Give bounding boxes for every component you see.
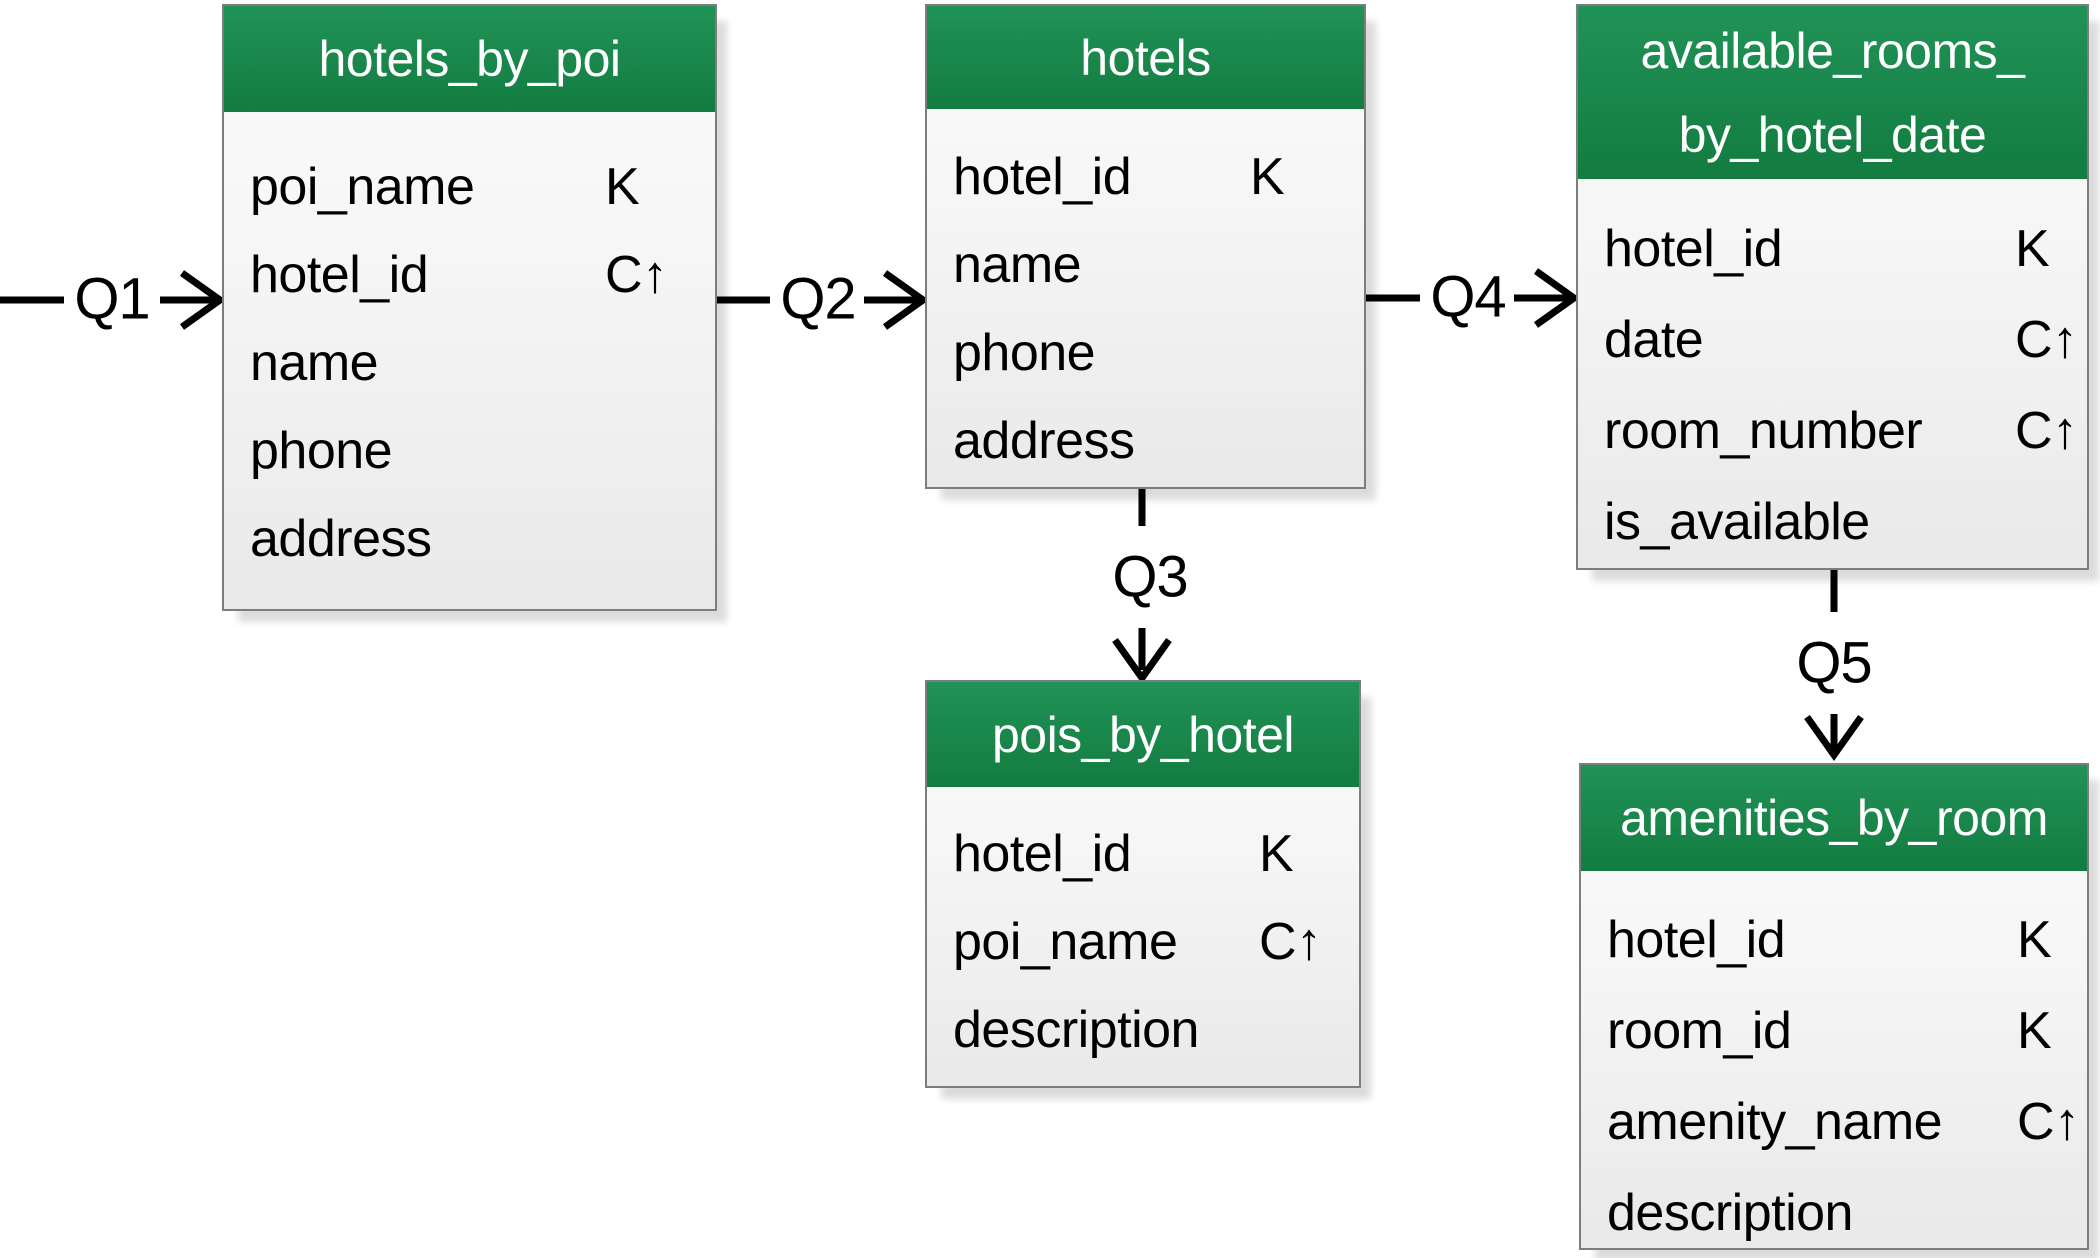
table-title-line-2: by_hotel_date: [1678, 106, 1987, 163]
field-row: hotel_id K: [927, 810, 1359, 898]
field-name: is_available: [1604, 492, 1870, 551]
table-header: amenities_by_room: [1581, 765, 2087, 871]
field-name: date: [1604, 310, 1704, 369]
field-name: hotel_id: [953, 148, 1132, 206]
table-hotels: hotels hotel_id K name phone address: [925, 4, 1366, 489]
field-name: poi_name: [953, 913, 1178, 971]
field-row: is_available: [1578, 476, 2087, 567]
table-available-rooms-by-hotel-date: available_rooms_ by_hotel_date hotel_id K…: [1576, 4, 2089, 570]
table-title: pois_by_hotel: [991, 706, 1295, 763]
table-title: hotels: [1080, 29, 1211, 86]
field-name: hotel_id: [953, 825, 1132, 883]
field-name: description: [953, 1001, 1199, 1059]
field-name: address: [953, 412, 1135, 470]
field-name: room_number: [1604, 401, 1923, 460]
field-row: hotel_id C↑: [224, 231, 715, 319]
query-label-q1: Q1: [68, 269, 156, 331]
field-row: description: [1581, 1167, 2087, 1258]
field-key: K: [605, 158, 640, 216]
field-name: name: [953, 236, 1082, 294]
field-row: address: [927, 397, 1364, 485]
field-name: name: [250, 334, 379, 392]
field-row: room_id K: [1581, 985, 2087, 1076]
arrow-q3-head: [1112, 637, 1172, 685]
table-title: amenities_by_room: [1620, 790, 2048, 846]
field-key: K: [1250, 148, 1285, 206]
table-title: hotels_by_poi: [318, 31, 621, 87]
field-key: K: [2017, 910, 2052, 969]
field-name: hotel_id: [250, 246, 429, 304]
field-row: hotel_id K: [1578, 203, 2087, 294]
field-row: name: [927, 221, 1364, 309]
field-row: poi_name C↑: [927, 898, 1359, 986]
table-fields: hotel_id K poi_name C↑ description: [927, 787, 1359, 1074]
field-row: description: [927, 986, 1359, 1074]
field-name: phone: [250, 422, 393, 480]
table-header: available_rooms_ by_hotel_date: [1578, 6, 2087, 179]
field-row: hotel_id K: [927, 133, 1364, 221]
field-key: K: [2015, 219, 2050, 278]
field-row: address: [224, 495, 715, 583]
table-pois-by-hotel: pois_by_hotel hotel_id K poi_name C↑ descr…: [925, 680, 1361, 1088]
field-row: date C↑: [1578, 294, 2087, 385]
field-key: C↑: [2015, 401, 2078, 460]
field-row: poi_name K: [224, 143, 715, 231]
query-label-q4: Q4: [1424, 267, 1512, 329]
field-name: hotel_id: [1607, 910, 1786, 969]
field-name: hotel_id: [1604, 219, 1783, 278]
field-name: room_id: [1607, 1001, 1792, 1060]
table-header: hotels_by_poi: [224, 6, 715, 112]
field-row: amenity_name C↑: [1581, 1076, 2087, 1167]
field-key: K: [1259, 825, 1294, 883]
table-fields: poi_name K hotel_id C↑ name phone address: [224, 112, 715, 583]
table-header: pois_by_hotel: [927, 682, 1359, 787]
query-label-q5: Q5: [1790, 633, 1878, 695]
field-row: hotel_id K: [1581, 894, 2087, 985]
field-row: phone: [224, 407, 715, 495]
field-row: room_number C↑: [1578, 385, 2087, 476]
table-header: hotels: [927, 6, 1364, 109]
field-row: name: [224, 319, 715, 407]
arrow-q5-head: [1804, 714, 1864, 762]
field-name: amenity_name: [1607, 1092, 1943, 1151]
table-fields: hotel_id K name phone address: [927, 109, 1364, 485]
field-key: C↑: [2017, 1092, 2080, 1151]
query-label-q3: Q3: [1106, 547, 1194, 609]
arrow-q1-head: [179, 270, 227, 330]
field-name: poi_name: [250, 158, 475, 216]
field-name: address: [250, 510, 432, 568]
table-hotels-by-poi: hotels_by_poi poi_name K hotel_id C↑ name …: [222, 4, 717, 611]
field-key: K: [2017, 1001, 2052, 1060]
field-name: description: [1607, 1183, 1853, 1242]
query-label-q2: Q2: [774, 269, 862, 331]
field-row: phone: [927, 309, 1364, 397]
field-key: C↑: [2015, 310, 2078, 369]
field-key: C↑: [605, 246, 668, 304]
arrow-q2-head: [882, 270, 930, 330]
field-key: C↑: [1259, 913, 1322, 971]
arrow-q4-head: [1533, 268, 1581, 328]
table-title-line-1: available_rooms_: [1640, 22, 2025, 79]
field-name: phone: [953, 324, 1096, 382]
